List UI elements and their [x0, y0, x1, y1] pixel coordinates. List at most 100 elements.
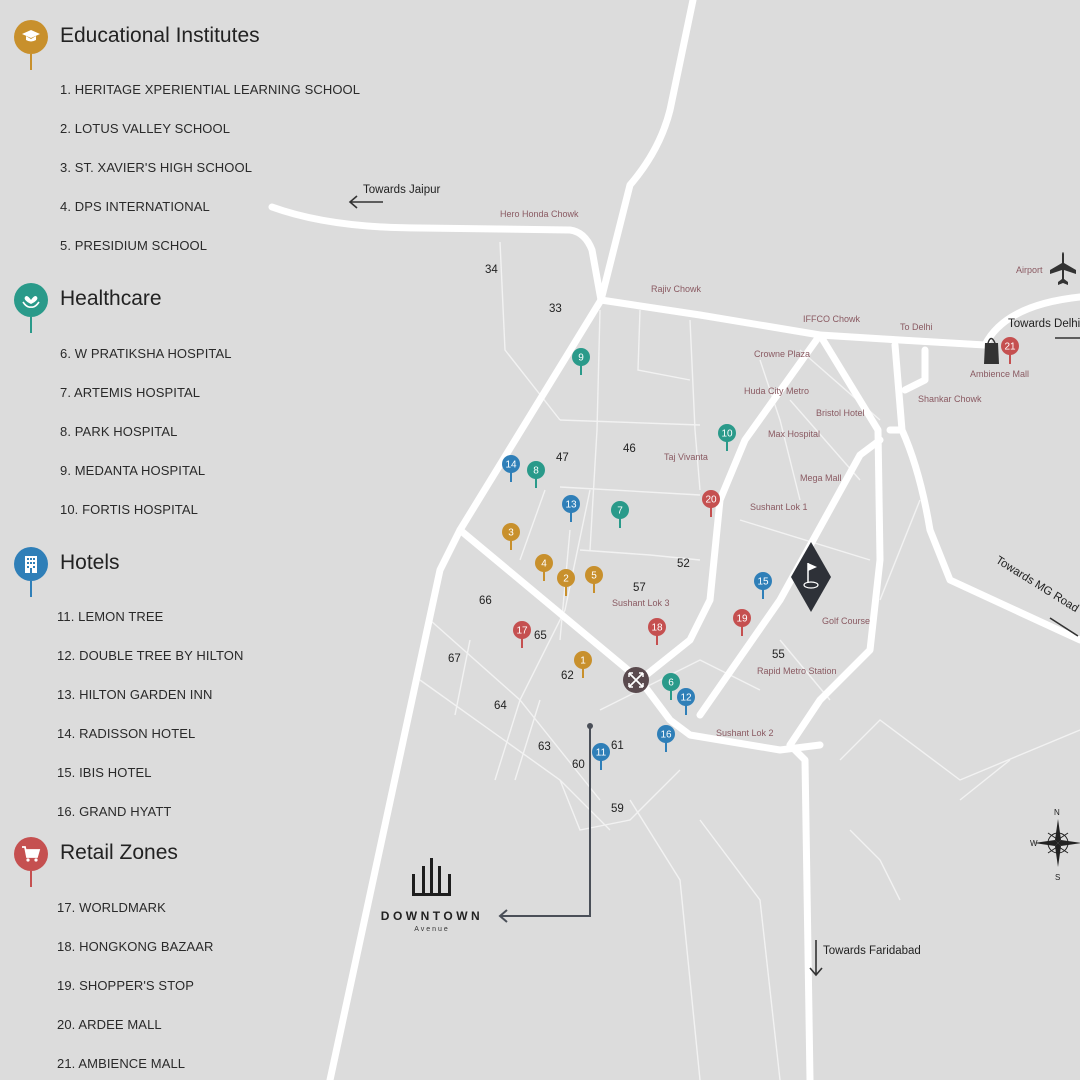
- compass-n: N: [1054, 808, 1060, 817]
- towards-faridabad-label: Towards Faridabad: [823, 945, 921, 957]
- shopping-bag-icon: [984, 337, 999, 364]
- svg-text:21: 21: [1004, 342, 1016, 353]
- map-pin-8: 8: [527, 461, 545, 488]
- downtown-marker-line: [498, 727, 591, 923]
- category-title: Healthcare: [60, 287, 162, 310]
- svg-text:3: 3: [508, 528, 514, 539]
- sushant-lok-1-label: Sushant Lok 1: [750, 502, 808, 512]
- iffco-chowk-label: IFFCO Chowk: [803, 314, 861, 324]
- legend-item: 19. SHOPPER'S STOP: [57, 978, 194, 993]
- map-pin-7: 7: [611, 501, 629, 528]
- svg-text:1: 1: [580, 656, 586, 667]
- bristol-hotel-label: Bristol Hotel: [816, 408, 865, 418]
- minor-roads: [419, 241, 1080, 1080]
- compass-rose-icon: N S W: [1030, 808, 1080, 882]
- airport-label: Airport: [1016, 265, 1043, 275]
- brand-name: DOWNTOWN: [380, 909, 484, 923]
- map-pin-10: 10: [718, 424, 736, 451]
- legend-item: 12. DOUBLE TREE BY HILTON: [57, 648, 244, 663]
- svg-text:14: 14: [505, 460, 517, 471]
- map-pin-13: 13: [562, 495, 580, 522]
- map-pin-17: 17: [513, 621, 531, 648]
- compass-w: W: [1030, 839, 1038, 848]
- legend-item: 11. LEMON TREE: [57, 609, 164, 624]
- graduation-cap-icon: [14, 20, 48, 70]
- map-pin-21: 21: [1001, 337, 1019, 364]
- sector-label: 66: [479, 595, 492, 607]
- golf-course-icon: [791, 542, 831, 612]
- svg-text:5: 5: [591, 571, 597, 582]
- svg-text:19: 19: [736, 614, 748, 625]
- legend-item: 2. LOTUS VALLEY SCHOOL: [60, 121, 231, 136]
- map-pin-11: 11: [592, 743, 610, 770]
- brand-sub: Avenue: [414, 926, 450, 933]
- airplane-icon: [1050, 252, 1076, 285]
- legend-item: 3. ST. XAVIER'S HIGH SCHOOL: [60, 160, 253, 175]
- legend-item: 10. FORTIS HOSPITAL: [60, 502, 198, 517]
- legend-item: 6. W PRATIKSHA HOSPITAL: [60, 346, 232, 361]
- legend-item: 4. DPS INTERNATIONAL: [60, 199, 210, 214]
- sector-label: 60: [572, 759, 585, 771]
- sector-label: 61: [611, 740, 624, 752]
- svg-text:11: 11: [596, 748, 607, 759]
- svg-text:9: 9: [578, 353, 584, 364]
- legend-item: 20. ARDEE MALL: [57, 1017, 162, 1032]
- category-title: Retail Zones: [60, 841, 178, 864]
- downtown-dot: [587, 723, 593, 729]
- sector-label: 65: [534, 630, 547, 642]
- svg-text:16: 16: [660, 730, 672, 741]
- rajiv-chowk-label: Rajiv Chowk: [651, 284, 702, 294]
- category-title: Educational Institutes: [60, 24, 260, 47]
- sector-label: 55: [772, 649, 785, 661]
- mega-mall-label: Mega Mall: [800, 473, 842, 483]
- legend-item: 21. AMBIENCE MALL: [57, 1056, 186, 1071]
- svg-text:10: 10: [721, 429, 733, 440]
- map-pin-18: 18: [648, 618, 666, 645]
- sector-label: 33: [549, 303, 562, 315]
- svg-text:6: 6: [668, 678, 674, 689]
- legend-item: 8. PARK HOSPITAL: [60, 424, 178, 439]
- category-title: Hotels: [60, 551, 120, 574]
- hero-honda-chowk-label: Hero Honda Chowk: [500, 209, 579, 219]
- sector-label: 34: [485, 264, 498, 276]
- svg-text:12: 12: [680, 693, 692, 704]
- shankar-chowk-label: Shankar Chowk: [918, 394, 982, 404]
- legend-item: 1. HERITAGE XPERIENTIAL LEARNING SCHOOL: [60, 82, 361, 97]
- map-pin-12: 12: [677, 688, 695, 715]
- sector-label: 63: [538, 741, 551, 753]
- map-pin-16: 16: [657, 725, 675, 752]
- golf-course-label: Golf Course: [822, 616, 870, 626]
- sushant-lok-3-label: Sushant Lok 3: [612, 598, 670, 608]
- map-pin-1: 1: [574, 651, 592, 678]
- legend-item: 14. RADISSON HOTEL: [57, 726, 196, 741]
- svg-text:15: 15: [757, 577, 769, 588]
- legend-item: 17. WORLDMARK: [57, 900, 166, 915]
- sector-label: 52: [677, 558, 690, 570]
- map-pin-19: 19: [733, 609, 751, 636]
- legend-item: 18. HONGKONG BAZAAR: [57, 939, 214, 954]
- towards-jaipur-label: Towards Jaipur: [363, 184, 441, 196]
- sector-labels: 34 33 47 46 52 57 66 65 67 62 64 63 61 6…: [448, 264, 785, 815]
- legend-item: 7. ARTEMIS HOSPITAL: [60, 385, 201, 400]
- map-pin-9: 9: [572, 348, 590, 375]
- svg-text:4: 4: [541, 559, 547, 570]
- map-pin-5: 5: [585, 566, 603, 593]
- max-hospital-label: Max Hospital: [768, 429, 820, 439]
- map-pin-20: 20: [702, 490, 720, 517]
- legend-item: 9. MEDANTA HOSPITAL: [60, 463, 206, 478]
- svg-text:7: 7: [617, 506, 623, 517]
- compass-s: S: [1055, 873, 1060, 882]
- towards-delhi-label: Towards Delhi: [1008, 318, 1080, 330]
- map-pin-3: 3: [502, 523, 520, 550]
- sector-label: 64: [494, 700, 507, 712]
- ambience-mall-label: Ambience Mall: [970, 369, 1029, 379]
- major-roads: [268, 0, 1080, 1080]
- map-pin-4: 4: [535, 554, 553, 581]
- legend-item: 16. GRAND HYATT: [57, 804, 172, 819]
- legend-panel: Educational Institutes 1. HERITAGE XPERI…: [0, 0, 360, 1080]
- interchange-icon: [623, 667, 649, 693]
- legend-item: 5. PRESIDIUM SCHOOL: [60, 238, 208, 253]
- direction-arrows: [348, 195, 1080, 977]
- sector-label: 67: [448, 653, 461, 665]
- huda-city-metro-label: Huda City Metro: [744, 386, 809, 396]
